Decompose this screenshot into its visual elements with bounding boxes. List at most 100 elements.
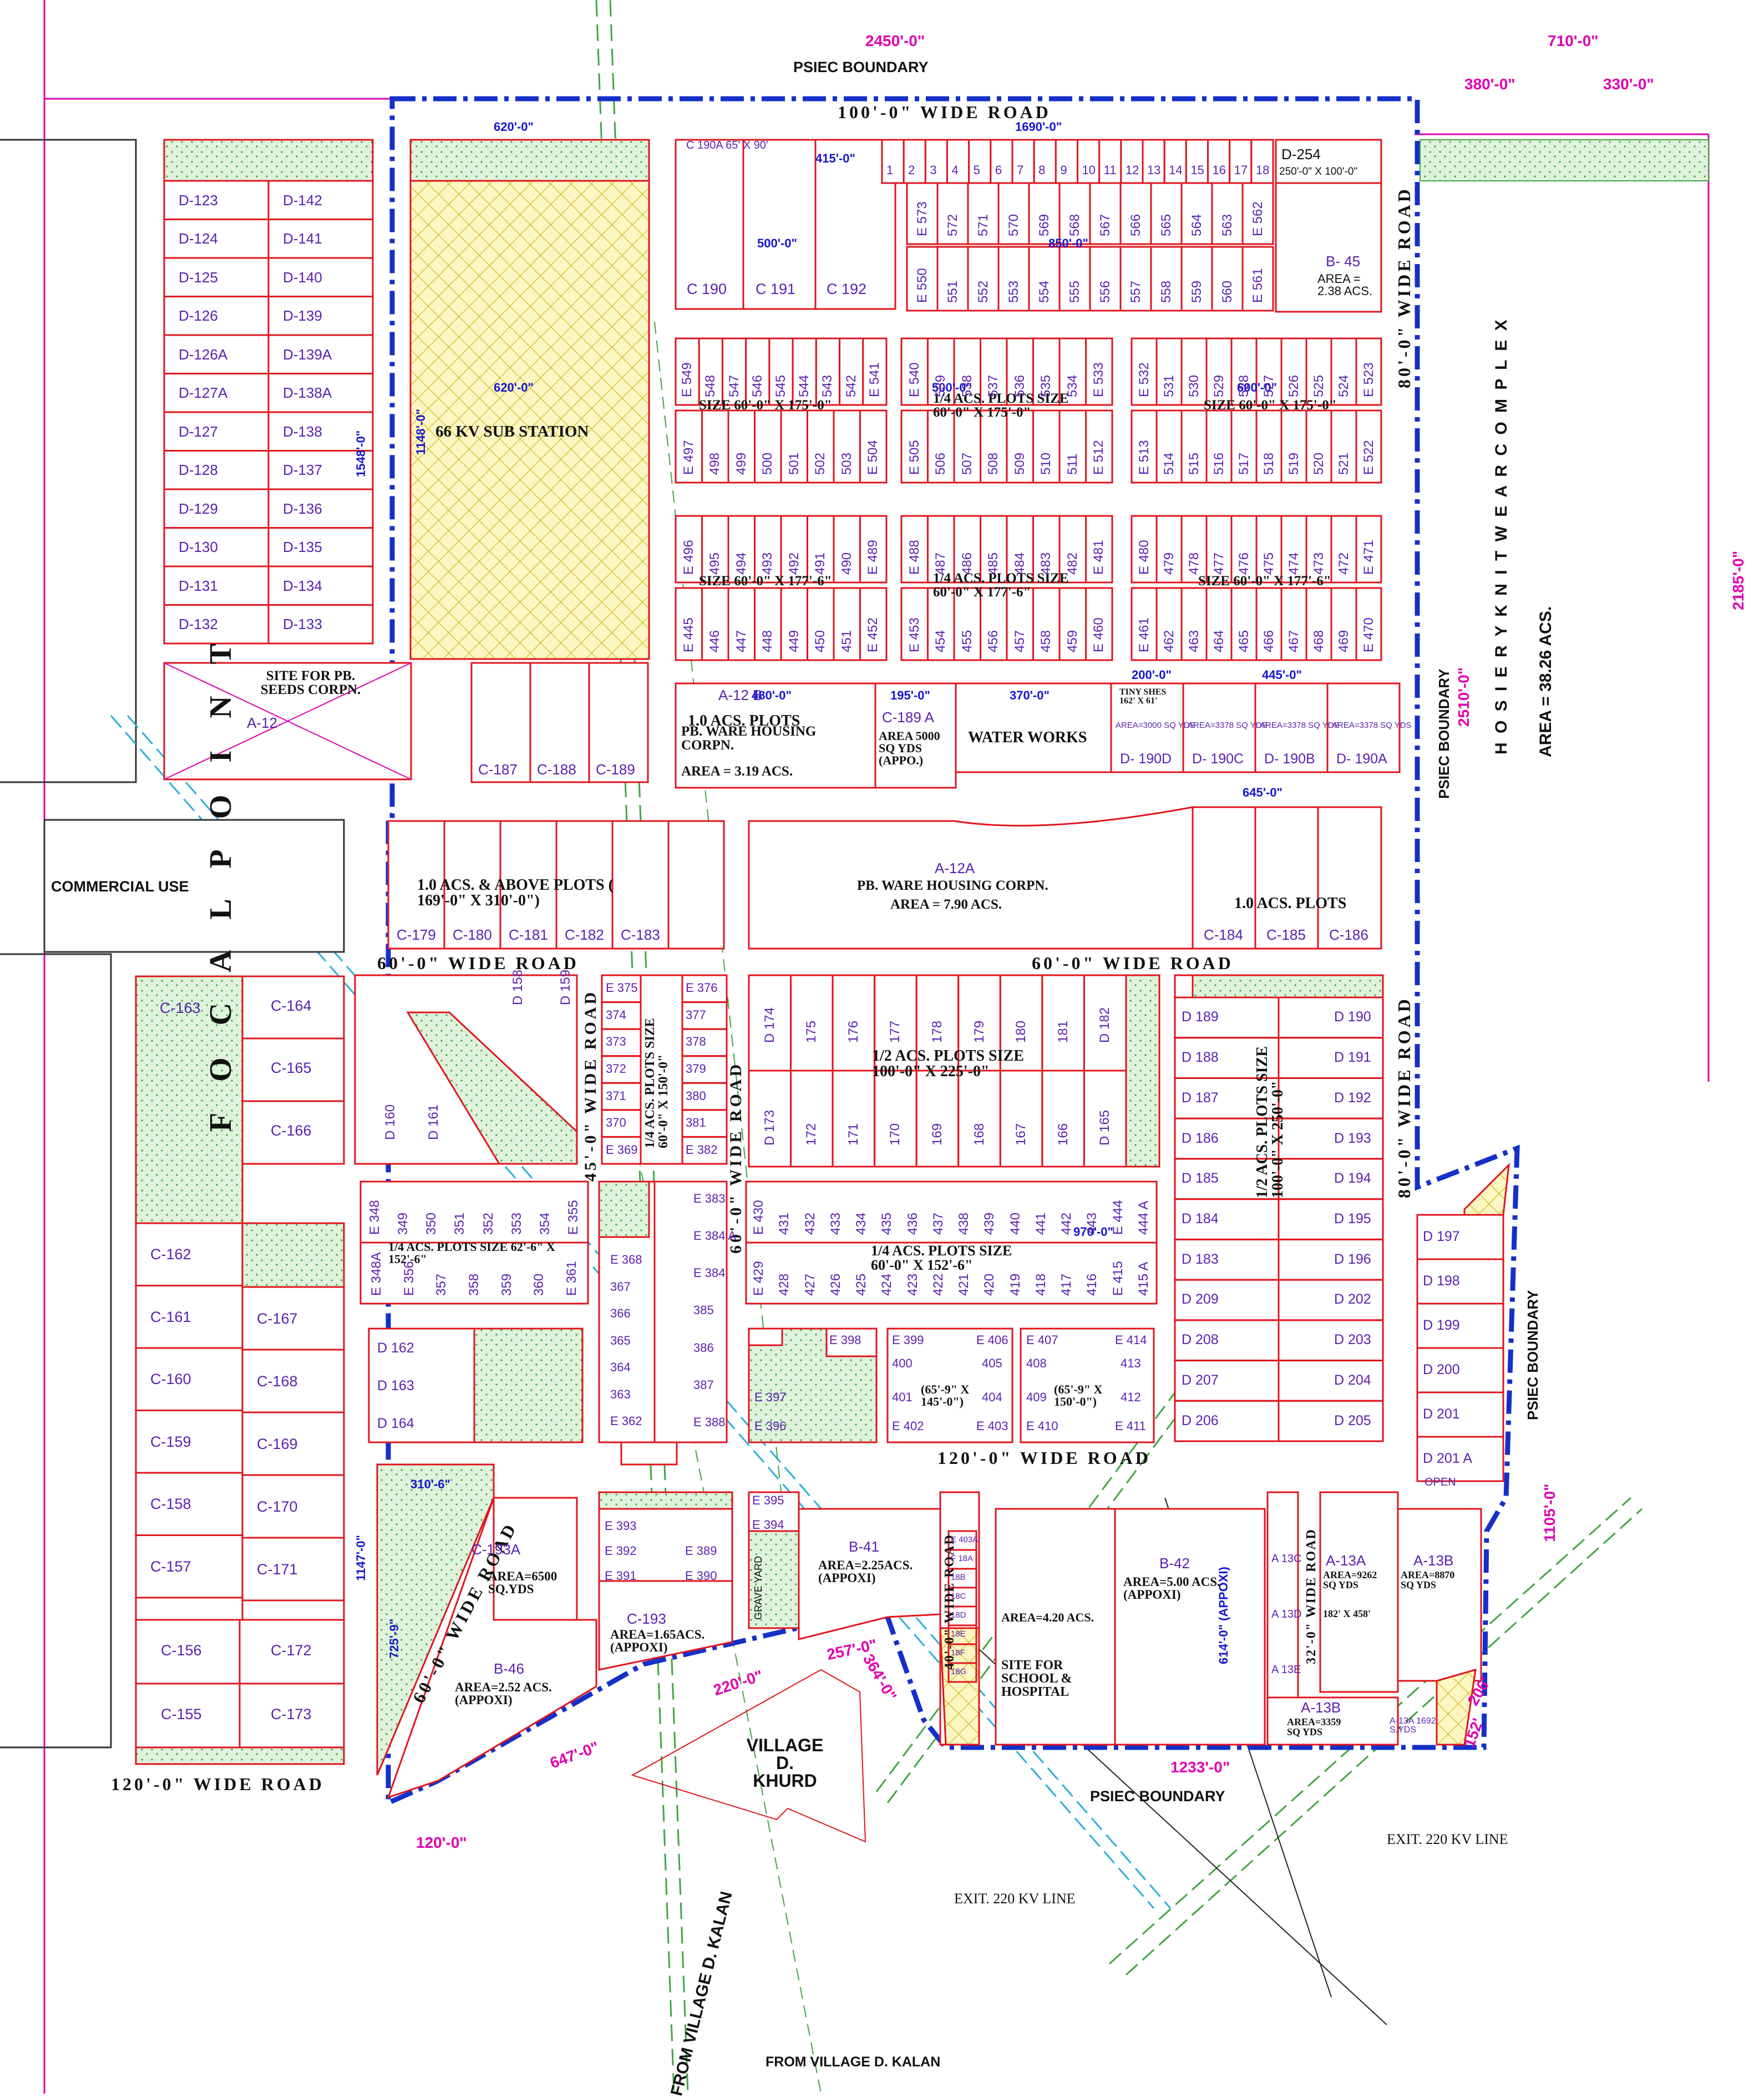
plot-label: E 512 xyxy=(1091,440,1107,475)
e375-block xyxy=(354,974,578,1165)
plot-label: D-124 xyxy=(179,230,218,247)
plot-cell xyxy=(1085,515,1113,584)
plot-label: 552 xyxy=(975,280,991,303)
plot-label: D 207 xyxy=(1182,1372,1219,1388)
plot-cell xyxy=(927,587,955,661)
plot-label: C-166 xyxy=(271,1122,312,1139)
label-hosiery: H O S I E R Y K N I T W E A R C O M P L … xyxy=(1492,317,1510,754)
plot-label: 455 xyxy=(959,630,975,652)
block-c193-area: AREA=1.65ACS. (APPOXI) xyxy=(610,1628,705,1654)
plot-label: D-131 xyxy=(179,577,218,594)
plot-label: D 174 xyxy=(762,1007,777,1043)
plot-label: 529 xyxy=(1211,374,1226,397)
plot-cell xyxy=(754,409,782,484)
label-school: SITE FOR SCHOOL & HOSPITAL xyxy=(1001,1658,1072,1699)
plot-label: D 208 xyxy=(1182,1332,1219,1348)
plot-label: E 348A xyxy=(369,1252,384,1296)
label-water-works: WATER WORKS xyxy=(968,729,1087,746)
plot-cell xyxy=(862,337,888,406)
plot-label: 486 xyxy=(959,552,975,575)
plot-label: C-164 xyxy=(271,997,312,1014)
label-seeds-site: SITE FOR PB. SEEDS CORPN. xyxy=(260,668,361,697)
label-school-area: AREA=4.20 ACS. xyxy=(1001,1610,1094,1624)
plot-cell xyxy=(1155,337,1183,406)
plot-label: D 200 xyxy=(1423,1362,1460,1377)
label-road-60-left: 60'-0" WIDE ROAD xyxy=(377,953,579,973)
plot-label: 487 xyxy=(933,552,949,575)
plot-label: 569 xyxy=(1036,214,1052,236)
plot-label: 547 xyxy=(726,374,742,397)
plot-cell xyxy=(1006,515,1034,584)
plot-cell xyxy=(1255,515,1283,584)
top-green-strip xyxy=(163,139,374,182)
block-a13a2: A-13A 1692 S.YDS xyxy=(1390,1716,1436,1735)
plot-label: E 356 xyxy=(401,1261,417,1296)
plot-cell xyxy=(1041,974,1085,1072)
plot-label: 514 xyxy=(1161,452,1177,475)
plot-label: 509 xyxy=(1012,452,1027,475)
plot-label: C-173 xyxy=(271,1706,312,1722)
plot-c190a: C 190A 65' X 90' xyxy=(686,139,768,151)
plot-label: 437 xyxy=(930,1212,946,1235)
plot-cell xyxy=(727,409,756,484)
label-road-60-right: 60'-0" WIDE ROAD xyxy=(1032,953,1234,973)
block-c189a: C-189 A xyxy=(882,709,934,726)
plot-label: 350 xyxy=(424,1212,439,1235)
dim-480: 480'-0" xyxy=(752,688,792,702)
dim-645: 645'-0" xyxy=(1243,786,1283,799)
label-half-plots: 1/2 ACS. PLOTS SIZE 100'-0" X 225'-0" xyxy=(872,1047,1024,1080)
plot-label: D- 190B xyxy=(1264,751,1315,767)
plot-label: 176 xyxy=(845,1020,861,1043)
plot-cell xyxy=(839,337,864,406)
plot-cell xyxy=(833,515,861,584)
plot-label: A 13C xyxy=(1271,1553,1302,1565)
plot-cell xyxy=(267,334,374,374)
plot-label: 11 xyxy=(1103,163,1117,177)
plot-cell xyxy=(859,409,888,484)
plot-label: E 532 xyxy=(1136,362,1152,397)
plot-label: 467 xyxy=(1286,630,1301,652)
plot-label: 434 xyxy=(854,1212,869,1235)
plot-label: 499 xyxy=(733,452,749,475)
plot-label: E 481 xyxy=(1091,540,1107,575)
plot-cell xyxy=(768,337,794,406)
plot-label: 525 xyxy=(1311,374,1326,397)
plot-label: 451 xyxy=(839,630,854,652)
plot-label: 360 xyxy=(531,1273,547,1296)
commercial-block xyxy=(43,819,345,953)
plot-label: E 429 xyxy=(751,1261,767,1296)
plot-label: D- 190D xyxy=(1120,751,1172,767)
plot-cell xyxy=(267,565,374,606)
label-grave-yard: GRAVE YARD xyxy=(753,1555,764,1620)
plot-label: E 403A xyxy=(951,1535,979,1544)
plot-label: C 190 xyxy=(687,281,727,297)
plot-label: 441 xyxy=(1033,1212,1048,1235)
label-village: VILLAGE D. KHURD xyxy=(746,1735,824,1791)
plot-label: 18D xyxy=(951,1610,966,1620)
plot-cell xyxy=(1330,409,1357,484)
plot-cell xyxy=(1416,1436,1504,1482)
plot-cell xyxy=(1032,587,1061,661)
plot-cell xyxy=(1032,409,1061,484)
plot-label: 416 xyxy=(1084,1273,1100,1296)
plot-label: C-182 xyxy=(565,926,604,943)
label-acs1-above: 1.0 ACS. & ABOVE PLOTS ( 169'-0" X 310'-… xyxy=(417,876,614,909)
plot-cell xyxy=(1083,974,1127,1072)
plot-label: 492 xyxy=(786,552,802,575)
plot-label: 367 xyxy=(610,1279,631,1294)
plot-label: E 395 xyxy=(752,1493,784,1507)
plot-cell xyxy=(1006,337,1034,406)
plot-label: D 192 xyxy=(1334,1089,1371,1106)
plot-label: 349 xyxy=(395,1212,410,1235)
plot-label: D- 190A xyxy=(1336,751,1387,767)
plot-label: E 355 xyxy=(566,1200,581,1235)
plot-label: D 193 xyxy=(1334,1130,1371,1146)
d190-row xyxy=(1110,682,1401,773)
plot-cell xyxy=(900,515,929,584)
dim-415: 415'-0" xyxy=(815,151,855,165)
plot-label: E 368 xyxy=(610,1253,642,1266)
plot-label: E 397 xyxy=(754,1390,787,1404)
plot-cell xyxy=(1180,337,1208,406)
plot-label: D- 190C xyxy=(1192,751,1244,767)
plot-cell xyxy=(1058,409,1087,484)
